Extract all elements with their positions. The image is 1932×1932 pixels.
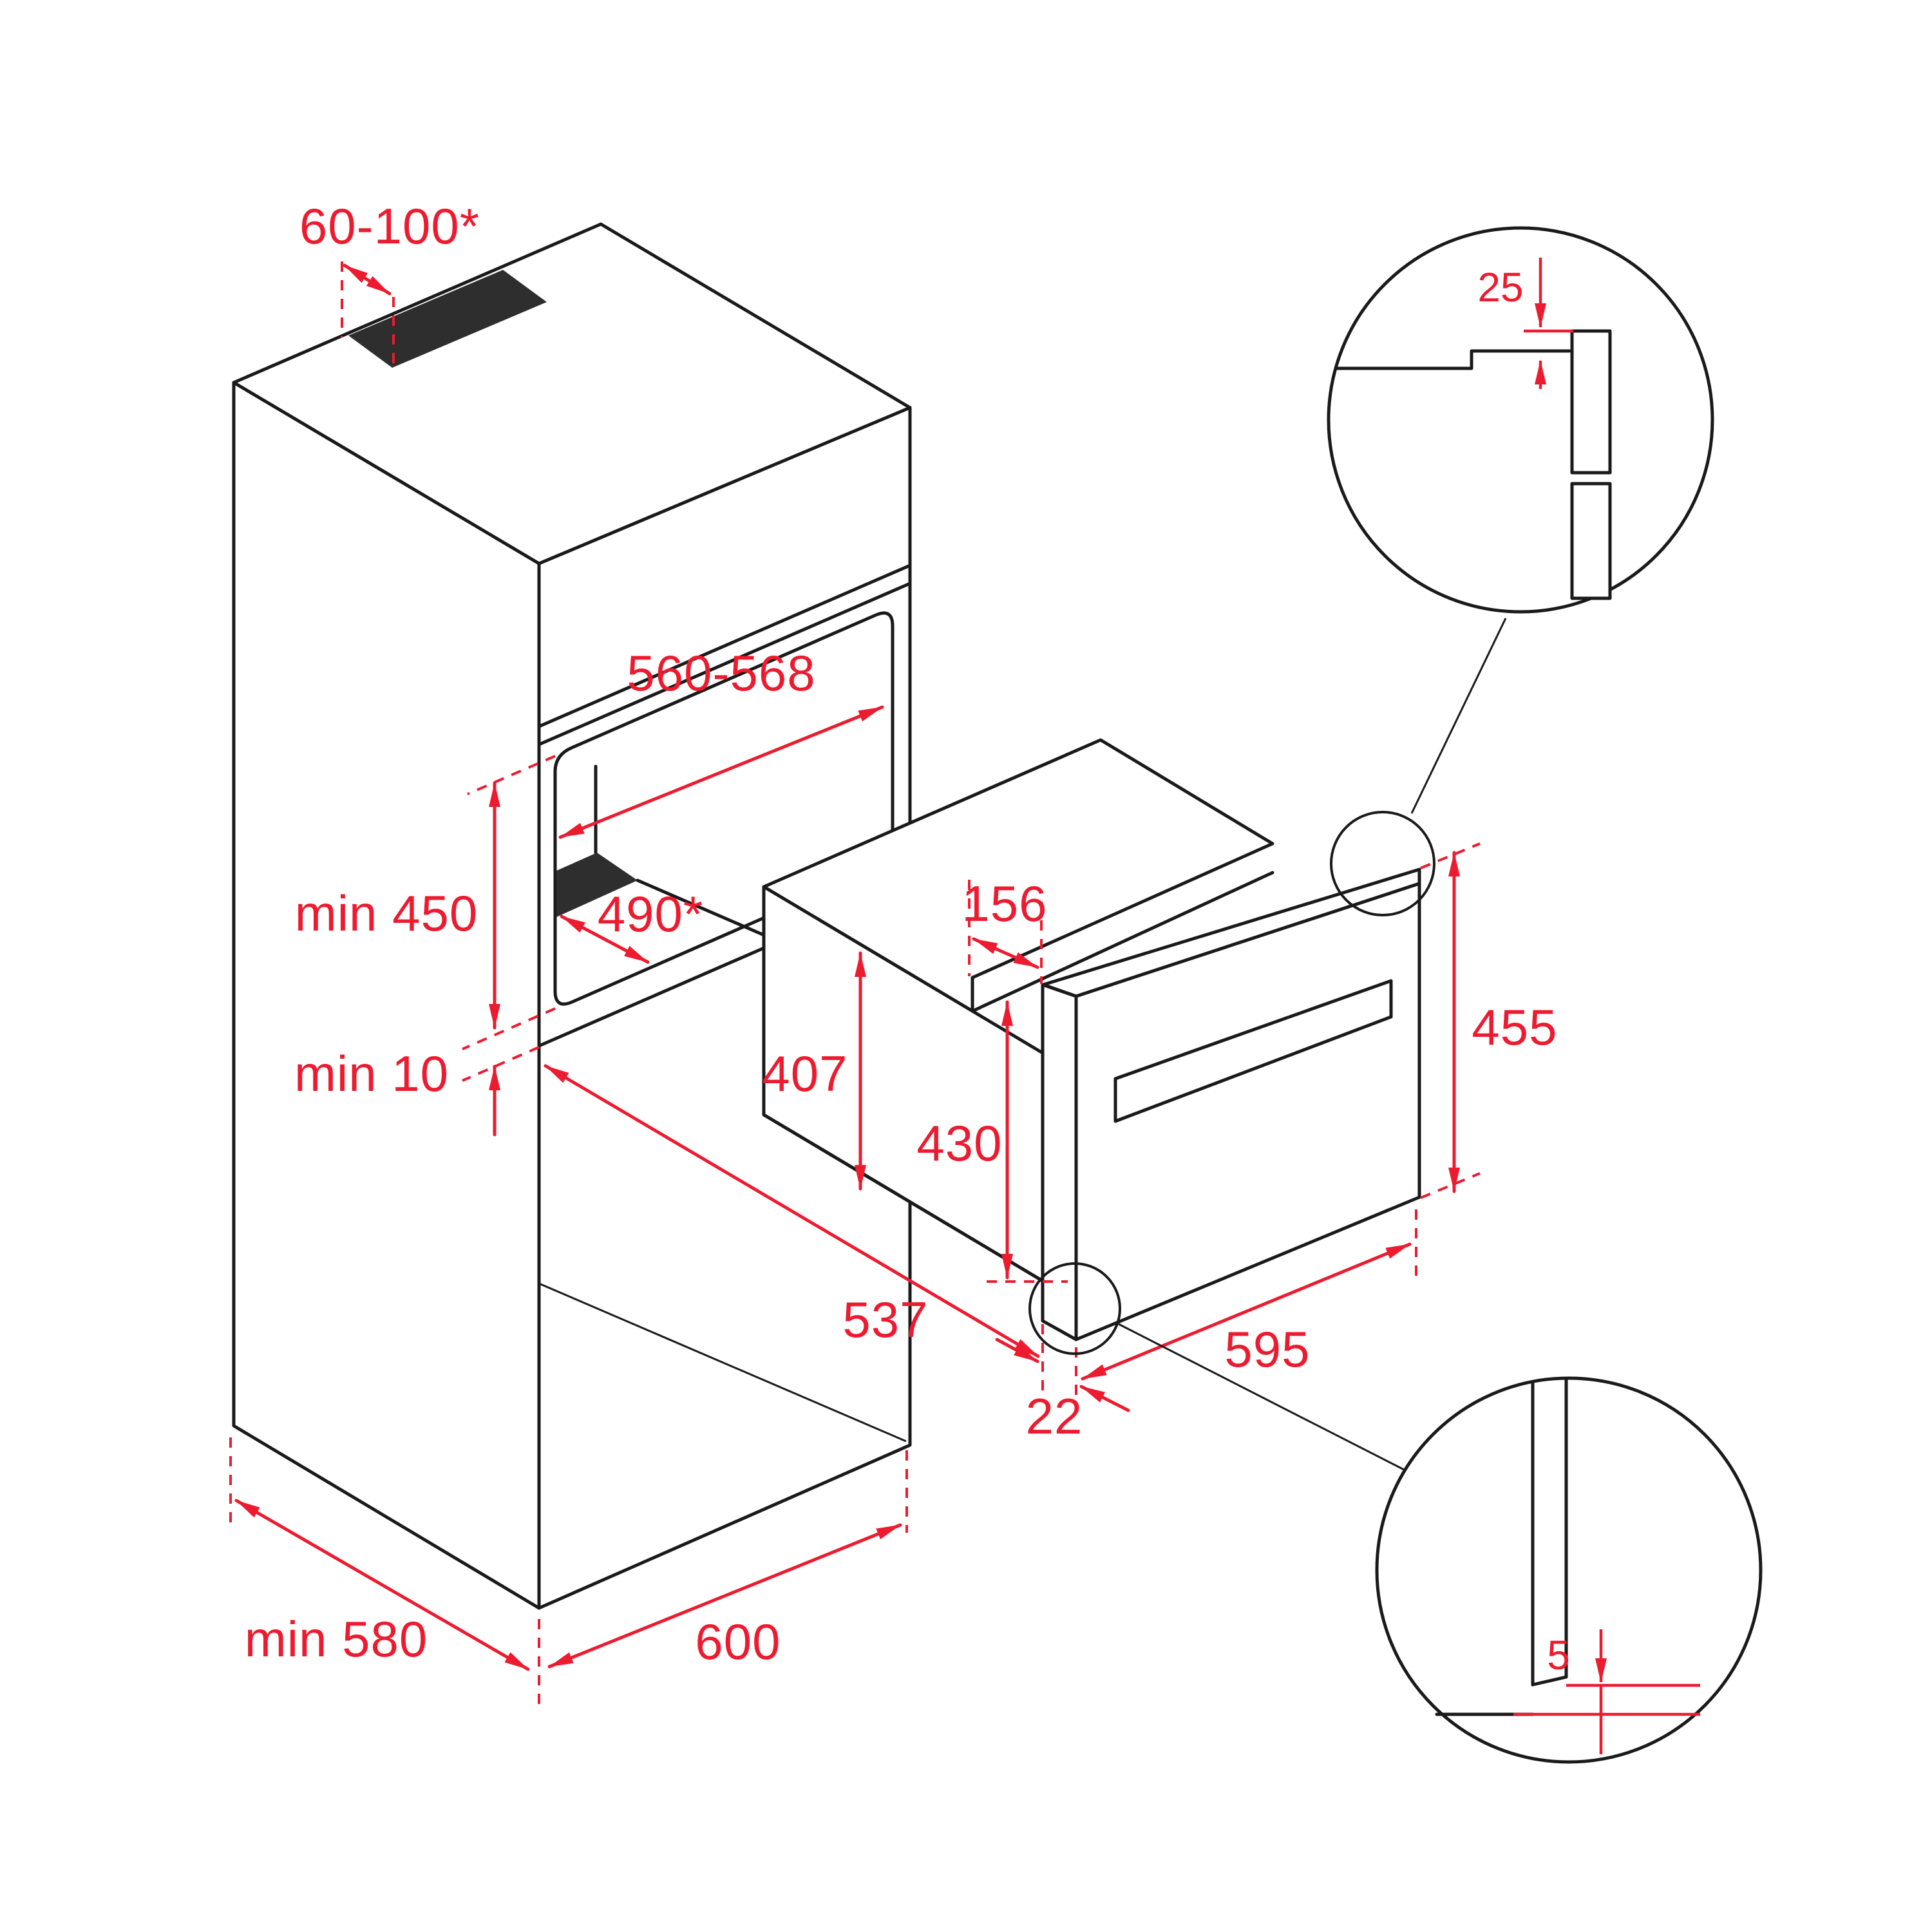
oven-frame-side-sliver: [1041, 983, 1078, 1341]
cabinet-depth-arrow: [234, 1499, 530, 1671]
oven-height-ext-top: [1420, 842, 1481, 869]
dim-label-detail-top: 25: [1477, 264, 1523, 310]
detail-top: 25: [1327, 226, 1714, 614]
dim-label-niche-width: 560-568: [627, 645, 815, 701]
callout-ring-oven-bottom-corner: [1028, 1262, 1121, 1355]
niche-depth-arrow: [560, 914, 650, 964]
niche-height-ext-bottom: [462, 1007, 556, 1050]
dim-label-oven-width: 595: [1224, 1321, 1310, 1378]
dim-label-oven-depth: 537: [842, 1291, 928, 1348]
dim-label-niche-height: min 450: [295, 885, 478, 942]
niche-floor-shadow: [556, 853, 638, 917]
vent-dim-arrow: [343, 263, 392, 296]
callout-ring-oven-top-corner: [1330, 811, 1435, 916]
clearance-ext-line: [462, 1046, 540, 1082]
dim-label-oven-height: 455: [1472, 999, 1557, 1056]
detail-top-circle: [1327, 226, 1714, 614]
oven-door-handle: [1113, 979, 1393, 1123]
dim-label-frame-thickness: 22: [1026, 1388, 1083, 1444]
callout-connector-top: [1410, 618, 1507, 814]
dim-label-cabinet-width: 600: [695, 1613, 781, 1670]
dim-label-body-front-height: 407: [762, 1045, 848, 1102]
recess-arrow: [972, 937, 1039, 969]
detail-top-frame-upper: [1570, 329, 1612, 475]
callout-connector-bottom: [1118, 1323, 1405, 1471]
dim-label-clearance: min 10: [294, 1045, 449, 1102]
oven-depth-arrow: [544, 1064, 1040, 1358]
oven-width-arrow: [1081, 1242, 1412, 1381]
niche-height-ext-top: [467, 755, 556, 795]
dim-label-niche-depth: 490*: [598, 886, 704, 942]
oven-door-front-face: [1074, 882, 1421, 1341]
cabinet-front-rail-top-1: [537, 564, 912, 728]
cabinet-width-arrow: [547, 1523, 902, 1669]
detail-top-panel-profile: [1334, 349, 1571, 370]
frame-thickness-arrow-right: [1079, 1385, 1130, 1412]
detail-callouts: 25 5: [1028, 226, 1763, 1764]
oven-step-bottom-edge: [971, 871, 1274, 1013]
dim-label-vent: 60-100*: [299, 198, 480, 254]
dim-label-detail-bottom: 5: [1547, 1632, 1570, 1678]
dim-label-recess: 156: [961, 875, 1047, 932]
detail-bottom-door-bottom-edge: [1531, 1675, 1568, 1687]
dim-label-cabinet-depth: min 580: [245, 1611, 428, 1667]
frame-thickness-arrow-left: [995, 1338, 1039, 1363]
vent-cutout: [348, 270, 547, 368]
detail-bottom: 5: [1375, 1376, 1763, 1764]
niche-width-arrow: [558, 705, 884, 839]
dimensions: 60-100* 560-568 min 450 490* min 10 min …: [229, 198, 1557, 1705]
detail-top-frame-lower: [1570, 482, 1612, 600]
niche-floor-front-edge: [636, 878, 764, 936]
detail-bottom-circle: [1375, 1376, 1763, 1764]
cabinet-rail-below-niche: [537, 947, 764, 1048]
cabinet-top-face: [232, 222, 912, 565]
oven-height-ext-bottom: [1420, 1172, 1481, 1199]
dim-label-body-height: 430: [916, 1115, 1002, 1171]
